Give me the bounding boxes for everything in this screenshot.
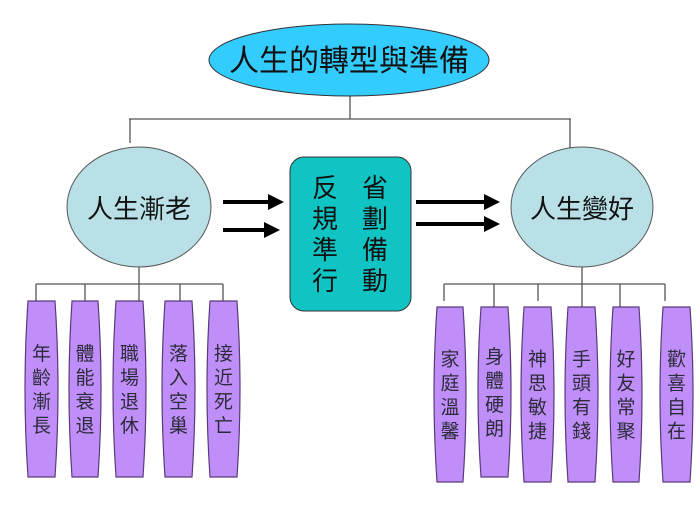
left-item-char: 長: [32, 415, 51, 437]
left-item-char: 近: [214, 367, 233, 389]
center-char: 備: [362, 236, 388, 266]
right-item-char: 朗: [485, 418, 504, 440]
right-item-char: 手: [572, 349, 591, 371]
left-item-char: 年: [32, 343, 51, 365]
left-item-char: 漸: [32, 391, 51, 413]
right-item-char: 常: [616, 397, 635, 419]
center-char: 反: [312, 174, 338, 204]
left-item-char: 衰: [75, 391, 94, 413]
right-item-char: 好: [616, 349, 635, 371]
left-item-char: 亡: [214, 415, 233, 437]
right-item-char: 捷: [528, 421, 547, 443]
right-item-char: 身: [485, 346, 504, 368]
left-item-char: 落: [169, 343, 188, 365]
center-char: 省: [362, 174, 388, 204]
center-char: 準: [312, 236, 338, 266]
title-node: 人生的轉型與準備: [208, 23, 490, 97]
right-item-char: 錢: [572, 421, 591, 443]
right-item-char: 庭: [440, 373, 459, 395]
right-item-char: 友: [616, 373, 635, 395]
right-item-char: 硬: [485, 394, 504, 416]
left-item-char: 休: [120, 415, 139, 437]
left-item-char: 場: [120, 367, 139, 389]
top-connectors: [129, 96, 571, 148]
right-node-label: 人生變好: [530, 195, 634, 225]
right-item-char: 聚: [616, 421, 635, 443]
left-item-char: 體: [75, 343, 94, 365]
left-item-char: 入: [169, 367, 188, 389]
right-item-char: 敏: [528, 397, 547, 419]
right-item-char: 歡: [667, 349, 686, 371]
left-item-char: 能: [75, 367, 94, 389]
left-item-char: 空: [169, 391, 188, 413]
left-item-char: 死: [214, 391, 233, 413]
center-char: 動: [362, 267, 388, 297]
left-item-char: 齡: [32, 367, 51, 389]
right-item-char: 在: [667, 421, 686, 443]
right-item-char: 家: [440, 349, 459, 371]
right-item-char: 頭: [572, 373, 591, 395]
left-item-char: 職: [120, 343, 139, 365]
arrows-right: [416, 194, 500, 232]
left-item-char: 巢: [169, 415, 188, 437]
right-item-char: 思: [528, 373, 547, 395]
center-char: 行: [312, 267, 338, 297]
right-node: 人生變好: [510, 146, 654, 268]
right-item-char: 馨: [440, 421, 459, 443]
center-char: 規: [312, 205, 338, 235]
right-item-char: 有: [572, 397, 591, 419]
left-node: 人生漸老: [66, 146, 212, 268]
right-item-char: 溫: [440, 397, 459, 419]
right-item-char: 體: [485, 370, 504, 392]
center-char: 劃: [362, 205, 388, 235]
left-item-char: 接: [214, 343, 233, 365]
left-item-char: 退: [120, 391, 139, 413]
arrows-left: [223, 194, 284, 238]
title-text: 人生的轉型與準備: [229, 44, 469, 79]
left-node-label: 人生漸老: [87, 195, 191, 225]
right-item-char: 神: [528, 349, 547, 371]
left-item-char: 退: [75, 415, 94, 437]
right-item-char: 喜: [667, 373, 686, 395]
right-item-char: 自: [667, 397, 686, 419]
right-subtree-connectors: [443, 267, 666, 307]
